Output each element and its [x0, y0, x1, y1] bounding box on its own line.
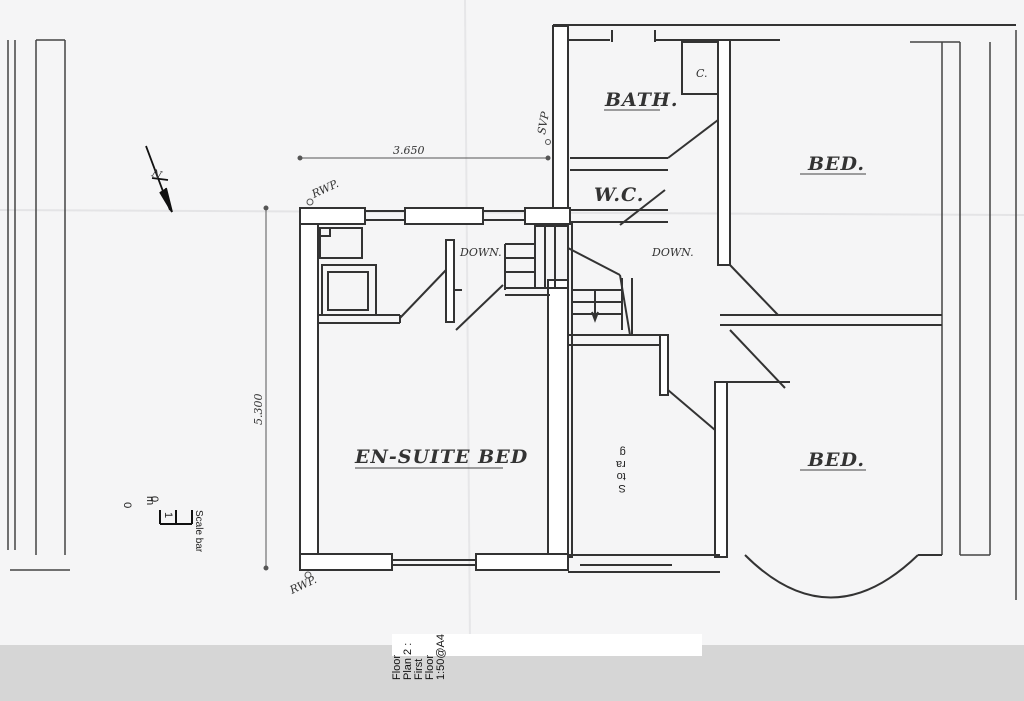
dimension-lines	[263, 139, 551, 579]
room-label-ensuite: EN-SUITE BED	[354, 446, 528, 468]
scale-caption: Scale bar	[193, 510, 204, 553]
north-label: N	[149, 166, 164, 182]
neighbour-walls-right	[910, 30, 1017, 600]
scale-unit: m	[144, 496, 156, 506]
dimension-height: 5.300	[252, 394, 265, 426]
room-label-storage: S to ra g	[616, 446, 626, 494]
stair-down-label-right: DOWN.	[651, 246, 694, 259]
room-label-wc: W.C.	[594, 184, 644, 206]
room-label-bath: BATH.	[604, 89, 678, 111]
scale-one: 1	[162, 512, 174, 519]
room-label-bed-bottom: BED.	[807, 449, 865, 471]
upper-walls	[552, 24, 1016, 599]
dimension-width: 3.650	[393, 144, 425, 157]
svp-label: SVP	[535, 110, 552, 135]
scale-bar-text: 0	[121, 496, 145, 526]
cupboard-label: C.	[696, 67, 708, 80]
north-arrow	[145, 145, 173, 213]
scale-zero-a: 0	[121, 502, 133, 509]
drawing-title: Floor Plan 2 : First Floor 1:50@A4	[391, 633, 447, 681]
room-label-bed-top: BED.	[807, 153, 865, 175]
paper	[0, 0, 1024, 645]
ensuite-walls	[299, 207, 571, 571]
title-block: Floor Plan 2 : First Floor 1:50@A4	[391, 634, 702, 680]
scale-bar	[159, 510, 193, 525]
neighbour-walls-left	[7, 39, 70, 571]
stair-down-label-left: DOWN.	[459, 246, 502, 259]
